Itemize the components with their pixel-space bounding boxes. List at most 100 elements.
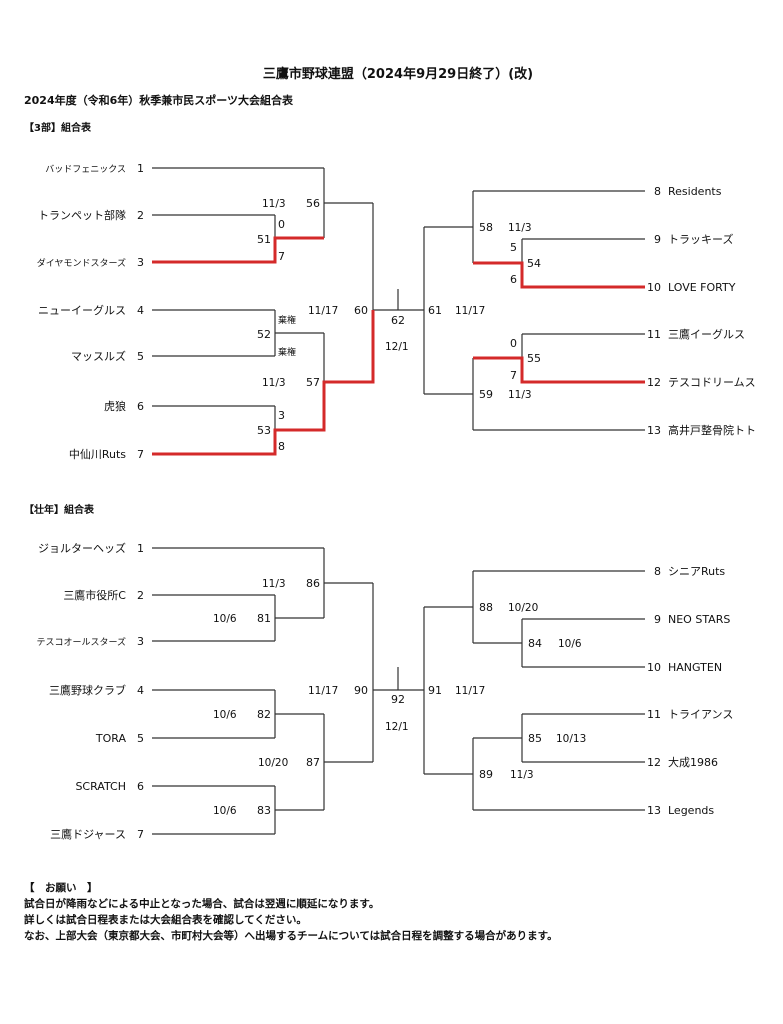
game-score: 棄権 [278, 346, 296, 358]
team-seed: 12 [647, 756, 661, 769]
game-score: 6 [510, 273, 517, 286]
team-name: HANGTEN [668, 661, 722, 674]
game-date: 11/17 [308, 685, 338, 697]
team-name: バッドフェニックス [45, 164, 126, 175]
team-seed: 2 [137, 209, 144, 222]
game-date: 11/3 [262, 377, 286, 389]
game-date: 10/6 [558, 638, 582, 650]
team-seed: 13 [647, 804, 661, 817]
game-number: 86 [306, 577, 320, 590]
page-subtitle: 2024年度（令和6年）秋季兼市民スポーツ大会組合表 [24, 93, 294, 107]
game-number: 52 [257, 328, 271, 341]
team-name: Legends [668, 804, 714, 817]
game-score: 棄権 [278, 314, 296, 326]
game-number: 81 [257, 612, 271, 625]
team-seed: 6 [137, 400, 144, 413]
game-number: 58 [479, 221, 493, 234]
bracket-3bu-winner-lines [152, 236, 645, 456]
notes-line: 試合日が降雨などによる中止となった場合、試合は翌週に順延になります。 [24, 897, 379, 910]
game-score: 7 [510, 369, 517, 382]
game-date: 10/6 [213, 709, 237, 721]
team-name: SCRATCH [75, 780, 126, 793]
game-number: 91 [428, 684, 442, 697]
game-number: 90 [354, 684, 368, 697]
bracket-sonen-right-teams: 8 シニアRuts 9 NEO STARS 10 HANGTEN 11 トライア… [647, 565, 733, 817]
team-name: TORA [95, 732, 127, 745]
game-number: 53 [257, 424, 271, 437]
team-name: マッスルズ [71, 349, 126, 363]
game-date: 10/6 [213, 805, 237, 817]
team-name: 三鷹イーグルス [668, 327, 745, 341]
team-seed: 11 [647, 708, 661, 721]
team-name: Residents [668, 185, 722, 198]
page-title: 三鷹市野球連盟（2024年9月29日終了）(改) [263, 66, 533, 82]
game-date: 10/6 [213, 613, 237, 625]
team-seed: 10 [647, 281, 661, 294]
game-date: 11/17 [455, 685, 485, 697]
game-score: 8 [278, 440, 285, 453]
game-number: 51 [257, 233, 271, 246]
team-seed: 2 [137, 589, 144, 602]
notes-line: なお、上部大会（東京都大会、市町村大会等）へ出場するチームについては試合日程を調… [24, 929, 558, 942]
game-score: 0 [510, 337, 517, 350]
game-date: 11/3 [262, 578, 286, 590]
team-name: テスコオールスターズ [36, 636, 126, 648]
team-seed: 8 [654, 565, 661, 578]
game-number: 84 [528, 637, 542, 650]
game-date: 10/20 [508, 602, 538, 614]
team-seed: 12 [647, 376, 661, 389]
section-title-sonen: 【壮年】組合表 [24, 503, 95, 516]
game-date: 11/3 [262, 198, 286, 210]
bracket-sonen-game-labels: 11/3 86 10/6 81 10/6 82 10/20 87 10/6 83… [213, 577, 586, 817]
game-date: 10/20 [258, 757, 288, 769]
team-seed: 1 [137, 542, 144, 555]
team-seed: 3 [137, 635, 144, 648]
game-date: 11/17 [308, 305, 338, 317]
game-score: 7 [278, 250, 285, 263]
team-seed: 10 [647, 661, 661, 674]
team-name: ニューイーグルス [38, 303, 126, 317]
game-date: 11/3 [508, 389, 532, 401]
game-date: 11/17 [455, 305, 485, 317]
notes-block: 【 お願い 】 試合日が降雨などによる中止となった場合、試合は翌週に順延になりま… [24, 881, 558, 942]
game-date: 10/13 [556, 733, 586, 745]
game-date: 11/3 [510, 769, 534, 781]
team-seed: 13 [647, 424, 661, 437]
team-name: 中仙川Ruts [69, 448, 126, 461]
game-date: 11/3 [508, 222, 532, 234]
team-name: トライアンス [668, 708, 733, 721]
game-score: 3 [278, 409, 285, 422]
section-title-3bu: 【3部】組合表 [24, 121, 92, 134]
game-number: 59 [479, 388, 493, 401]
team-name: 三鷹市役所C [63, 588, 126, 602]
final-game-number: 62 [391, 314, 405, 327]
final-game-date: 12/1 [385, 341, 409, 353]
team-seed: 7 [137, 828, 144, 841]
game-number: 85 [528, 732, 542, 745]
team-seed: 1 [137, 162, 144, 175]
game-score: 5 [510, 241, 517, 254]
bracket-3bu-right-teams: 8 Residents 9 トラッキーズ 10 LOVE FORTY 11 三鷹… [647, 185, 756, 437]
game-number: 57 [306, 376, 320, 389]
game-number: 88 [479, 601, 493, 614]
game-score: 0 [278, 218, 285, 231]
team-seed: 5 [137, 350, 144, 363]
game-number: 55 [527, 352, 541, 365]
bracket-3bu-left-teams: バッドフェニックス 1 トランペット部隊 2 ダイヤモンドスターズ 3 ニューイ… [37, 162, 144, 461]
team-name: トランペット部隊 [38, 208, 126, 222]
team-seed: 9 [654, 613, 661, 626]
bracket-sonen-lines [152, 547, 645, 835]
team-name: 三鷹ドジャース [50, 827, 126, 841]
game-number: 61 [428, 304, 442, 317]
game-number: 89 [479, 768, 493, 781]
team-name: 高井戸整骨院トト [668, 423, 756, 437]
notes-line: 詳しくは試合日程表または大会組合表を確認してください。 [24, 913, 307, 926]
team-seed: 3 [137, 256, 144, 269]
team-name: ジョルターヘッズ [38, 541, 126, 555]
team-name: 虎狼 [104, 399, 126, 413]
game-number: 60 [354, 304, 368, 317]
team-name: ダイヤモンドスターズ [37, 257, 126, 269]
bracket-sonen-left-teams: ジョルターヘッズ 1 三鷹市役所C 2 テスコオールスターズ 3 三鷹野球クラブ… [36, 541, 144, 841]
game-number: 54 [527, 257, 541, 270]
